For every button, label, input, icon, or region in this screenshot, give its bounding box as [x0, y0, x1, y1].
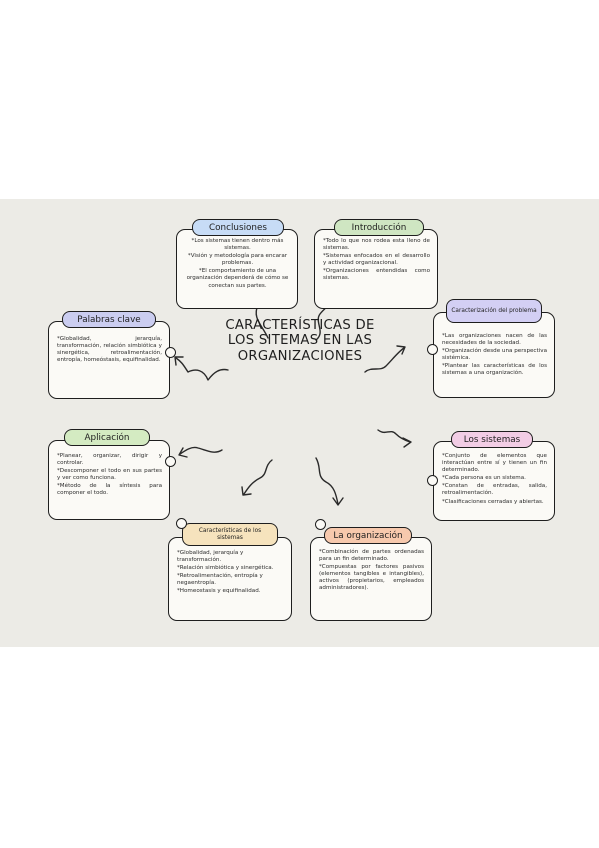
la-organizacion-item: *Compuestas por factores pasivos (elemen…	[319, 564, 424, 592]
introduccion-card: *Todo lo que nos rodea esta lleno de sis…	[314, 229, 438, 309]
los-sistemas-card: *Conjunto de elementos que interactúan e…	[433, 441, 555, 521]
los-sistemas-label: Los sistemas	[451, 431, 533, 448]
palabras-clave-label: Palabras clave	[62, 311, 156, 328]
central-title: CARACTERÍSTICAS DE LOS SITEMAS EN LAS OR…	[225, 318, 375, 364]
palabras-clave-item: *Globalidad, jerarquía, transformación, …	[57, 336, 162, 364]
caracteristicas-item: *Globalidad, jerarquía y transformación.	[177, 550, 244, 564]
conclusiones-item: *Visión y metodología para encarar probl…	[187, 253, 288, 267]
arrow-to-aplicacion	[178, 446, 223, 458]
caracteristicas-label: Características de los sistemas	[182, 523, 278, 546]
conclusiones-label: Conclusiones	[192, 219, 284, 236]
conclusiones-card: *Los sistemas tienen dentro más sistemas…	[176, 229, 298, 309]
aplicacion-item: *Planear, organizar, dirigir y controlar…	[57, 453, 162, 467]
la-organizacion-label: La organización	[324, 527, 412, 544]
caracterizacion-item: *Plantear las características de los sis…	[442, 363, 547, 377]
la-organizacion-item: *Combinación de partes ordenadas para un…	[319, 549, 424, 563]
arrow-to-la-organizacion	[315, 457, 344, 506]
los-sistemas-item: *Clasificaciones cerradas y abiertas.	[442, 498, 544, 505]
caracteristicas-item: *Retroalimentación, entropía y negaentro…	[177, 573, 263, 587]
introduccion-item: *Sistemas enfocados en el desarrollo y a…	[323, 253, 430, 267]
aplicacion-card: *Planear, organizar, dirigir y controlar…	[48, 440, 170, 520]
aplicacion-item: *Método de la síntesis para componer el …	[57, 483, 162, 497]
connector-dot	[176, 518, 187, 529]
introduccion-label: Introducción	[334, 219, 424, 236]
introduccion-item: *Organizaciones entendidas como sistemas…	[323, 268, 430, 282]
introduccion-item: *Todo lo que nos rodea esta lleno de sis…	[323, 238, 430, 252]
conclusiones-item: *El comportamiento de una organización d…	[186, 268, 289, 289]
connector-dot	[427, 475, 438, 486]
connector-dot	[165, 347, 176, 358]
caracterizacion-item: *Las organizaciones nacen de las necesid…	[442, 333, 547, 347]
los-sistemas-item: *Conjunto de elementos que interactúan e…	[442, 453, 547, 474]
arrow-to-palabras-clave	[174, 356, 229, 381]
caracteristicas-item: *Homeostasis y equifinalidad.	[177, 588, 261, 595]
caracterizacion-card: *Las organizaciones nacen de las necesid…	[433, 312, 555, 398]
los-sistemas-item: *Cada persona es un sistema.	[442, 475, 526, 482]
caracterizacion-item: *Organización desde una perspectiva sist…	[442, 348, 547, 362]
connector-dot	[427, 344, 438, 355]
connector-dot	[315, 519, 326, 530]
conclusiones-item: *Los sistemas tienen dentro más sistemas…	[191, 238, 284, 252]
aplicacion-item: *Descomponer el todo en sus partes y ver…	[57, 468, 162, 482]
la-organizacion-card: *Combinación de partes ordenadas para un…	[310, 537, 432, 621]
aplicacion-label: Aplicación	[64, 429, 150, 446]
arrow-to-caracteristicas	[241, 459, 273, 496]
paper-background	[0, 199, 599, 647]
caracterizacion-label: Caracterización del problema	[446, 299, 542, 323]
caracteristicas-item: *Relación simbiótica y sinergética.	[177, 565, 274, 572]
arrow-to-los-sistemas	[377, 429, 412, 448]
palabras-clave-card: *Globalidad, jerarquía, transformación, …	[48, 321, 170, 399]
arrow-to-caracterizacion	[364, 345, 406, 373]
caracteristicas-card: *Globalidad, jerarquía y transformación.…	[168, 537, 292, 621]
los-sistemas-item: *Constan de entradas, salida, retroalime…	[442, 483, 547, 497]
connector-dot	[165, 456, 176, 467]
